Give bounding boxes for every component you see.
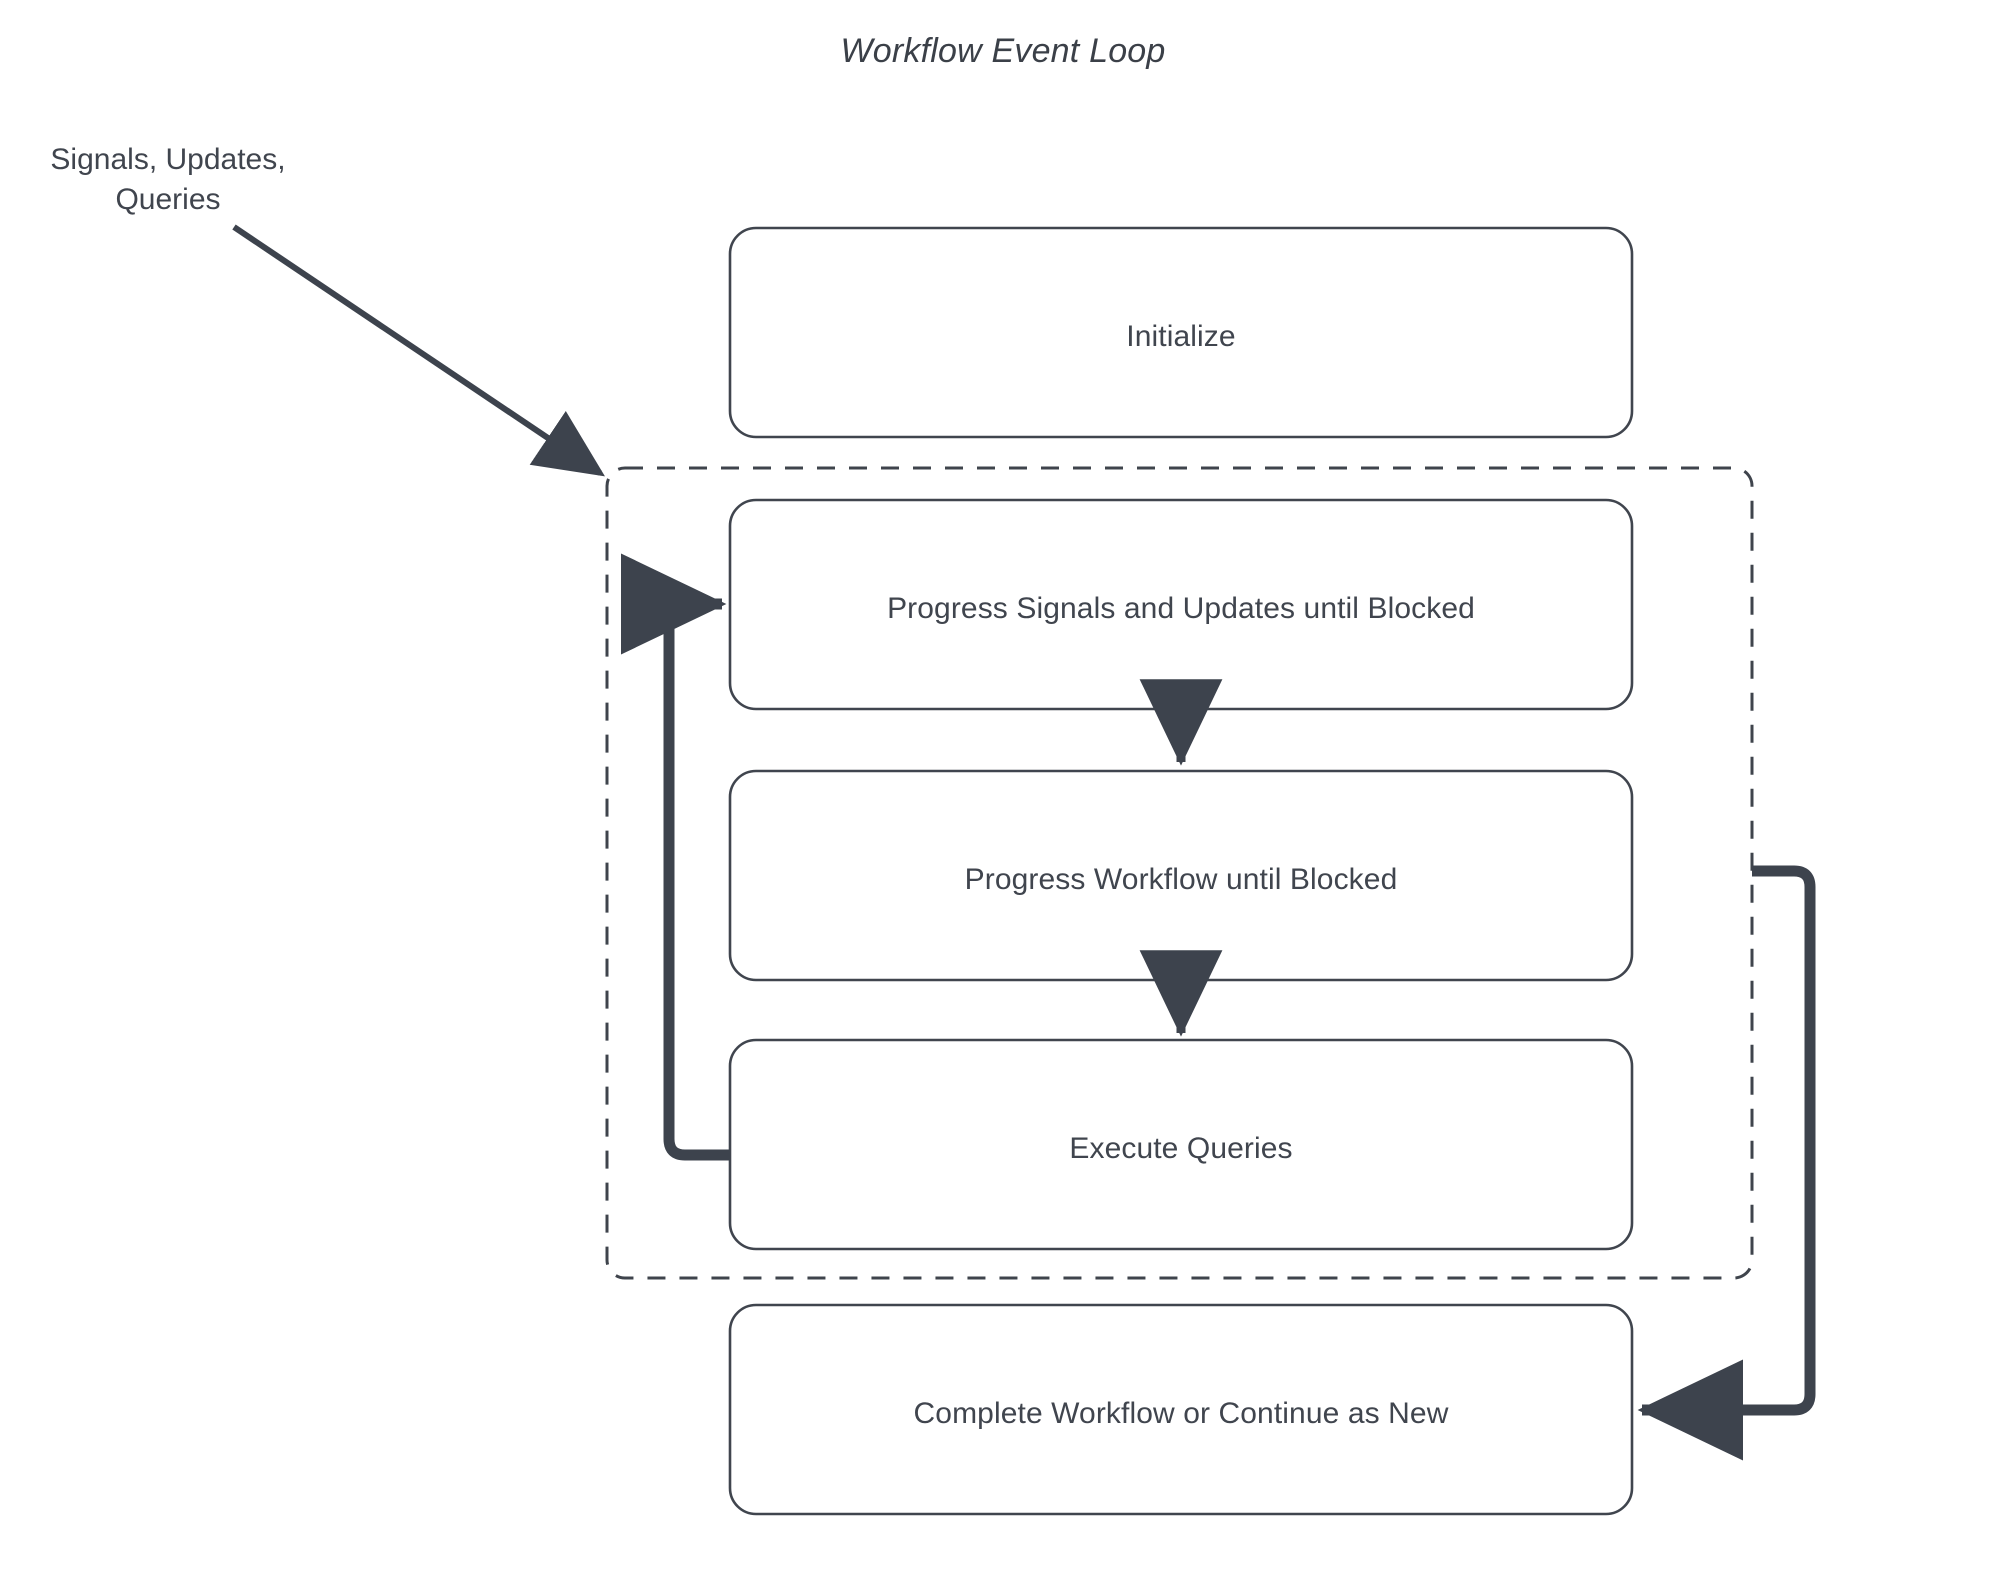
node-box-execute-queries[interactable] (728, 1038, 1634, 1251)
node-box-progress-signals[interactable] (728, 498, 1634, 711)
node-box-progress-workflow[interactable] (728, 769, 1634, 982)
event-loop-group-boundary (605, 466, 1754, 1280)
edge-external-input-arrow (232, 224, 605, 477)
node-box-complete-workflow[interactable] (728, 1303, 1634, 1516)
edge-group-to-complete-arrow (1637, 865, 1816, 1461)
edge-loop-back-arrow (620, 553, 730, 1161)
node-box-initialize[interactable] (728, 226, 1634, 439)
